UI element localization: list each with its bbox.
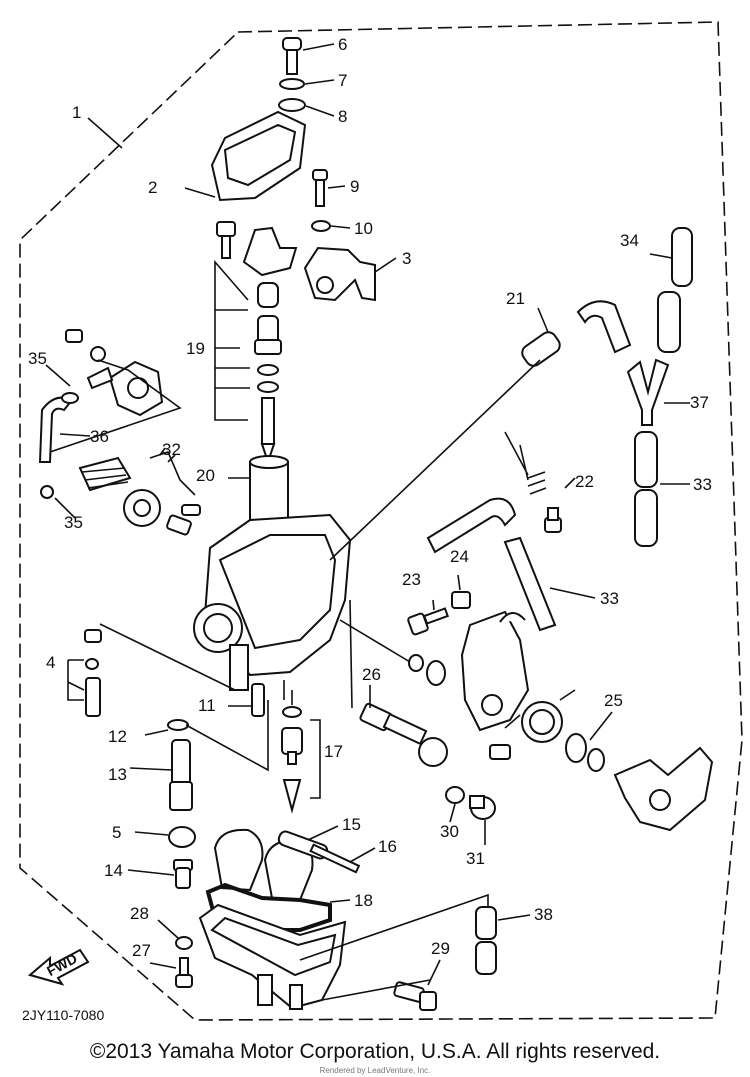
washer-10 — [311, 220, 331, 232]
idle-spring-22 — [504, 431, 576, 533]
callout-3: 3 — [402, 249, 411, 268]
screw-9 — [312, 169, 328, 207]
callout-19: 19 — [186, 339, 205, 358]
carburetor-cap-2 — [184, 110, 307, 202]
callout-labels: 1234567891011121314151617181920212223242… — [28, 35, 712, 960]
callout-13: 13 — [108, 765, 127, 784]
callout-38: 38 — [534, 905, 553, 924]
throttle-bracket — [460, 610, 530, 732]
callout-5: 5 — [112, 823, 121, 842]
throttle-valve-group-19 — [214, 259, 282, 466]
callout-7: 7 — [338, 71, 347, 90]
callout-36: 36 — [90, 427, 109, 446]
callout-35: 35 — [64, 513, 83, 532]
callout-34: 34 — [620, 231, 639, 250]
callout-6: 6 — [338, 35, 347, 54]
screw-23 — [407, 607, 449, 636]
float-bowl — [198, 903, 347, 1010]
callout-12: 12 — [108, 727, 127, 746]
cable-bracket — [216, 221, 298, 277]
forward-arrow: FWD — [27, 948, 90, 986]
jet-group-4 — [67, 629, 102, 717]
pilot-screw-26 — [359, 702, 448, 767]
callout-26: 26 — [362, 665, 381, 684]
callout-32: 32 — [162, 440, 181, 459]
carburetor-exploded-diagram: FWD 123456789101112131415161718192021222… — [19, 21, 743, 1023]
callout-35: 35 — [28, 349, 47, 368]
callout-14: 14 — [104, 861, 123, 880]
callout-33: 33 — [693, 475, 712, 494]
choke-housing — [49, 329, 182, 453]
callout-37: 37 — [690, 393, 709, 412]
hose-33-upper — [634, 431, 658, 547]
callout-8: 8 — [338, 107, 347, 126]
assembly-boundary — [19, 21, 743, 1021]
callout-25: 25 — [604, 691, 623, 710]
callout-28: 28 — [130, 904, 149, 923]
callout-24: 24 — [450, 547, 469, 566]
diagram-code: 2JY110-7080 — [22, 1007, 104, 1023]
callout-33: 33 — [600, 589, 619, 608]
callout-9: 9 — [350, 177, 359, 196]
jet-14 — [173, 859, 193, 889]
callout-21: 21 — [506, 289, 525, 308]
callout-20: 20 — [196, 466, 215, 485]
callout-10: 10 — [354, 219, 373, 238]
screw-6 — [282, 37, 302, 75]
callout-2: 2 — [148, 178, 157, 197]
callout-18: 18 — [354, 891, 373, 910]
callout-22: 22 — [575, 472, 594, 491]
callout-27: 27 — [132, 941, 151, 960]
drain-plug-29 — [393, 981, 437, 1011]
carburetor-body-20 — [193, 455, 352, 691]
callout-15: 15 — [342, 815, 361, 834]
o-ring-12 — [167, 719, 189, 731]
callout-23: 23 — [402, 570, 421, 589]
spring-25 — [504, 689, 576, 743]
main-jet-11 — [251, 683, 265, 717]
callout-29: 29 — [431, 939, 450, 958]
callout-30: 30 — [440, 822, 459, 841]
joint-37 — [626, 358, 670, 426]
callout-31: 31 — [466, 849, 485, 868]
float-valve-17 — [281, 680, 321, 814]
screw-27 — [175, 957, 193, 988]
washer-8 — [278, 98, 306, 112]
callout-11: 11 — [198, 696, 216, 715]
hose-36 — [38, 392, 79, 499]
hose-34 — [657, 227, 693, 353]
rendered-by-watermark: Rendered by LeadVenture, Inc. — [319, 1066, 431, 1075]
washer-5 — [168, 826, 196, 848]
float-pin-16 — [309, 843, 361, 874]
starter-plunger-32 — [78, 447, 201, 536]
callout-16: 16 — [378, 837, 397, 856]
copyright-footer: ©2013 Yamaha Motor Corporation, U.S.A. A… — [89, 1040, 661, 1063]
throttle-lever-3 — [303, 246, 397, 302]
washer-30 — [445, 786, 465, 804]
hose-38 — [475, 906, 497, 975]
drain-screw-31 — [469, 795, 496, 820]
callout-1: 1 — [72, 103, 81, 122]
callout-4: 4 — [46, 653, 55, 672]
throttle-shaft — [613, 746, 714, 832]
hose-33-middle — [426, 497, 596, 632]
washer-28 — [175, 936, 193, 950]
hose-21 — [521, 300, 632, 367]
callout-17: 17 — [324, 742, 343, 761]
needle-jet-13 — [169, 739, 193, 811]
washer-7 — [279, 78, 305, 90]
nut-24 — [451, 591, 471, 609]
